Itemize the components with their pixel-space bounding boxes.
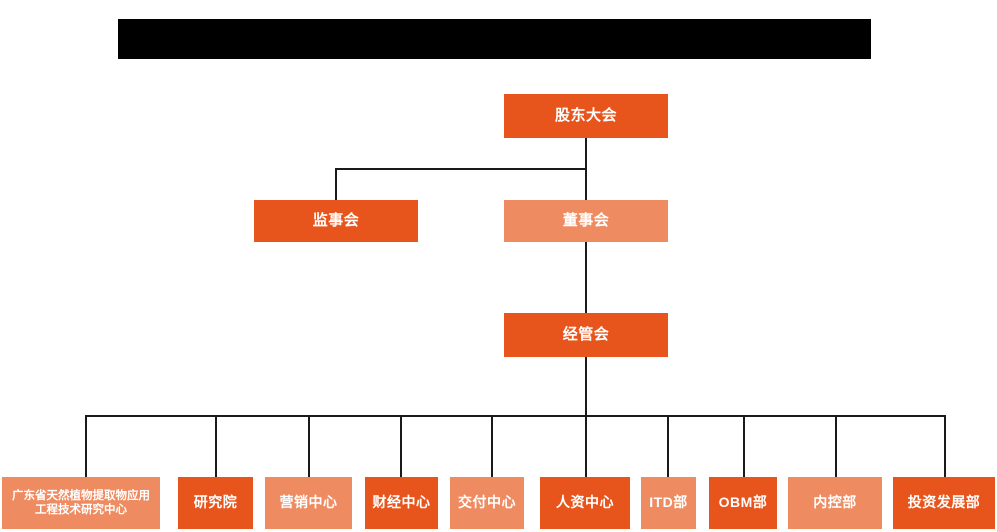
node-marketing-center[interactable]: 营销中心	[265, 477, 352, 529]
connector-to-obm-dept	[743, 415, 745, 477]
node-supervisors[interactable]: 监事会	[254, 200, 418, 242]
connector-level4-bus	[85, 415, 946, 417]
connector-management-down	[585, 357, 587, 417]
redacted-title-banner	[118, 19, 871, 59]
connector-level2-bus	[335, 168, 587, 170]
node-obm-dept[interactable]: OBM部	[709, 477, 777, 529]
node-shareholders[interactable]: 股东大会	[504, 94, 668, 138]
connector-to-marketing-center	[308, 415, 310, 477]
connector-to-delivery-center	[491, 415, 493, 477]
connector-to-supervisors	[335, 168, 337, 201]
node-hr-center[interactable]: 人资中心	[540, 477, 630, 529]
node-investment-development-dept[interactable]: 投资发展部	[893, 477, 995, 529]
connector-to-finance-center	[400, 415, 402, 477]
connector-to-internal-control-dept	[835, 415, 837, 477]
node-finance-center[interactable]: 财经中心	[365, 477, 438, 529]
node-research-institute[interactable]: 研究院	[178, 477, 253, 529]
connector-shareholders-down	[585, 138, 587, 169]
connector-to-research-institute	[215, 415, 217, 477]
connector-to-itd-dept	[667, 415, 669, 477]
connector-directors-to-management	[585, 242, 587, 313]
node-gd-research-center[interactable]: 广东省天然植物提取物应用工程技术研究中心	[2, 477, 160, 529]
node-internal-control-dept[interactable]: 内控部	[788, 477, 882, 529]
node-delivery-center[interactable]: 交付中心	[450, 477, 524, 529]
node-directors[interactable]: 董事会	[504, 200, 668, 242]
connector-to-gd-research-center	[85, 415, 87, 477]
node-management[interactable]: 经管会	[504, 313, 668, 357]
connector-to-investment-development-dept	[944, 415, 946, 477]
connector-to-hr-center	[585, 415, 587, 477]
connector-to-directors	[585, 168, 587, 201]
node-itd-dept[interactable]: ITD部	[641, 477, 696, 529]
